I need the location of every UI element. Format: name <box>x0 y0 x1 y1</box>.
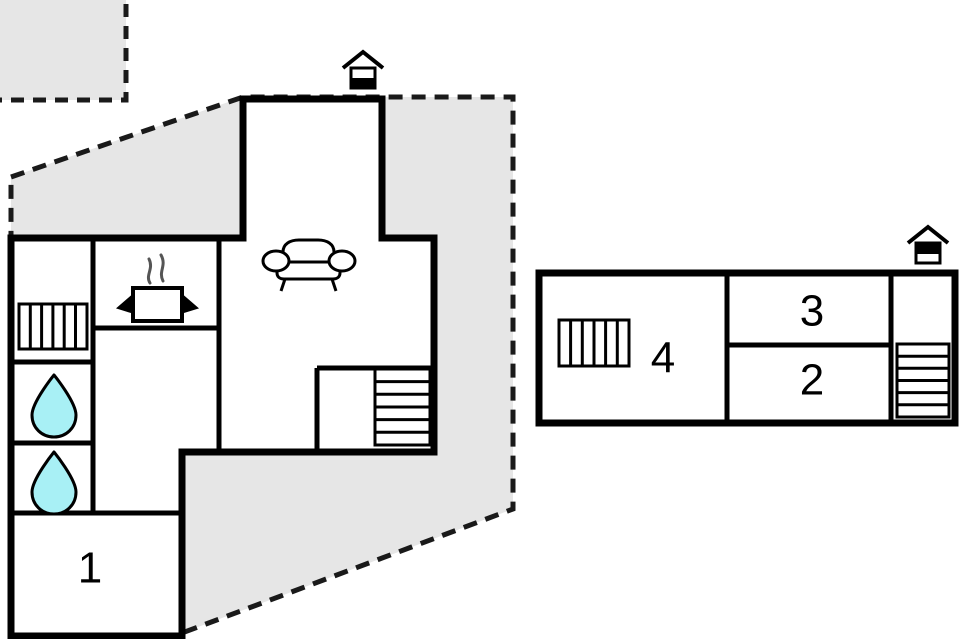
sofa-leg-right <box>330 278 338 292</box>
kitchen-pot-handle-right <box>180 292 200 314</box>
sofa-icon <box>261 238 357 292</box>
kitchen-pot-body <box>131 286 184 323</box>
entrance-icon-main <box>341 49 385 90</box>
kitchen-icon <box>115 253 200 323</box>
room-label-3: 3 <box>800 287 824 336</box>
sofa-armrest-right <box>327 249 357 273</box>
bed-icon-main <box>17 302 89 351</box>
water-drop-icon-lower <box>30 450 78 516</box>
bed-annex-stripes <box>569 320 619 366</box>
entrance-annex-roof <box>906 224 950 245</box>
entrance-annex-fill <box>917 244 939 254</box>
room-label-2: 2 <box>800 356 824 405</box>
bed-icon-annex <box>557 318 631 368</box>
stairs-icon-main <box>373 367 432 447</box>
water-drop-upper-shape <box>30 373 78 439</box>
annex-interior-walls <box>724 276 894 420</box>
kitchen-steam-right <box>159 253 165 283</box>
room-label-1: 1 <box>78 544 102 593</box>
entrance-main-fill <box>352 78 374 88</box>
kitchen-pot-handle-left <box>115 292 135 314</box>
sofa-armrest-left <box>261 249 291 273</box>
main-building-outline <box>7 95 438 639</box>
bed-main-stripes <box>28 304 77 349</box>
kitchen-steam-left <box>146 257 153 285</box>
terrace-dashed-top-left <box>0 0 129 103</box>
stairs-main-steps <box>375 380 430 434</box>
terrace-top-left-outline <box>0 0 129 103</box>
entrance-main-roof <box>341 49 385 70</box>
stairs-annex-steps <box>897 354 949 407</box>
water-drop-lower-shape <box>30 450 78 516</box>
sofa-leg-left <box>279 278 287 292</box>
stairs-icon-annex <box>895 342 951 419</box>
entrance-icon-annex <box>906 224 950 265</box>
room-label-4: 4 <box>651 334 675 383</box>
water-drop-icon-upper <box>30 373 78 439</box>
